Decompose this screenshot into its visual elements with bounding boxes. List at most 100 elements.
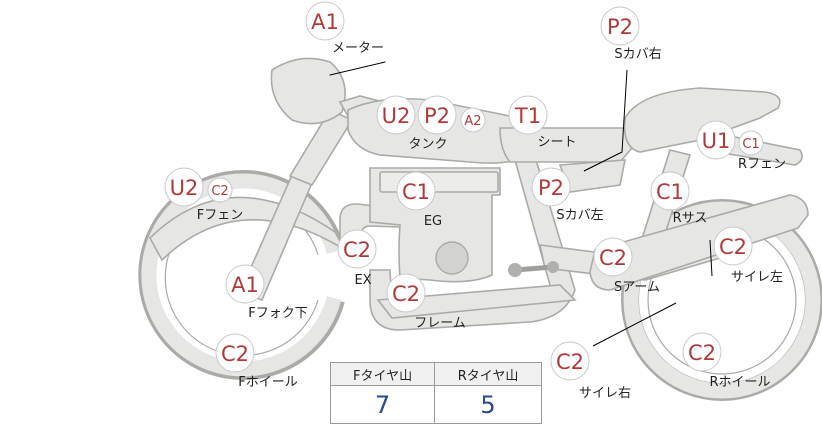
r-fender-rank-text: U1 bbox=[702, 129, 731, 153]
f-fender-rank-badge: U2 bbox=[164, 167, 204, 207]
silencer-left-rank-text: C2 bbox=[719, 235, 747, 259]
s-cover-right-dash bbox=[583, 162, 601, 172]
f-fork-lower-rank-text: A1 bbox=[231, 273, 259, 297]
seat-rank-text: T1 bbox=[514, 104, 541, 128]
s-cover-left-rank-circle bbox=[531, 167, 571, 207]
r-suspension-rank-badge: C1 bbox=[650, 171, 690, 211]
tank-rank-circle bbox=[376, 95, 416, 135]
s-cover-right-label: Sカバ右 bbox=[614, 47, 661, 62]
seat-rank-circle bbox=[508, 95, 548, 135]
tire-tread-value-row: 7 5 bbox=[331, 385, 541, 423]
tire-tread-table: Fタイヤ山 Rタイヤ山 7 5 bbox=[330, 362, 542, 424]
engine-rank-badge: C1 bbox=[396, 171, 436, 211]
s-cover-right-rank-circle bbox=[600, 6, 640, 46]
swing-arm-rank-circle bbox=[593, 237, 633, 277]
engine-rank-circle bbox=[396, 171, 436, 211]
frame-label: フレーム bbox=[414, 316, 466, 331]
r-fender-rank-text: C1 bbox=[742, 137, 759, 152]
r-wheel-label: Rホイール bbox=[709, 375, 770, 390]
exhaust-rank-circle bbox=[337, 229, 377, 269]
f-wheel-label: Fホイール bbox=[238, 375, 297, 390]
f-fork-lower-label: Fフォク下 bbox=[248, 306, 307, 321]
s-cover-left-rank-badge: P2 bbox=[531, 167, 571, 207]
tire-tread-header-row: Fタイヤ山 Rタイヤ山 bbox=[331, 363, 541, 386]
engine-label: EG bbox=[424, 214, 442, 229]
swing-arm-rank-badge: C2 bbox=[593, 237, 633, 277]
silencer-right-label: サイレ右 bbox=[579, 386, 631, 401]
engine-rank-text: C1 bbox=[402, 180, 430, 204]
f-fender-rank-circle bbox=[164, 167, 204, 207]
exhaust-rank-text: C2 bbox=[343, 238, 371, 262]
frame-rank-text: C2 bbox=[392, 282, 420, 306]
silencer-right-rank-text: C2 bbox=[556, 350, 584, 374]
headlight-shape bbox=[270, 57, 346, 125]
r-fender-rank-badge: U1 bbox=[696, 120, 736, 160]
s-cover-left-label: Sカバ左 bbox=[556, 208, 603, 223]
front-wheel-fill bbox=[141, 173, 342, 377]
tank-rank-circle bbox=[460, 107, 486, 133]
f-fender-rank-badge: C2 bbox=[207, 177, 233, 203]
frame-rank-circle bbox=[386, 273, 426, 313]
tank-rank-badge: A2 bbox=[460, 107, 486, 133]
meter-rank-badge: A1 bbox=[305, 1, 345, 41]
bike-silhouette bbox=[138, 57, 822, 401]
tank-rank-text: U2 bbox=[382, 104, 411, 128]
meter-label: メーター bbox=[332, 41, 384, 56]
r-fender-rank-badge: C1 bbox=[738, 130, 764, 156]
front-tread-header: Fタイヤ山 bbox=[331, 363, 435, 386]
engine-cover-circle bbox=[435, 241, 469, 275]
silencer-left-rank-badge: C2 bbox=[713, 226, 753, 266]
f-wheel-rank-circle bbox=[215, 333, 255, 373]
f-fender-rank-text: U2 bbox=[170, 176, 199, 200]
silencer-right-leader bbox=[592, 302, 677, 347]
tank-rank-circle bbox=[417, 95, 457, 135]
r-suspension-rank-circle bbox=[650, 171, 690, 211]
tank-rank-text: A2 bbox=[464, 114, 481, 129]
front-tread-value: 7 bbox=[374, 390, 391, 419]
tank-rank-badge: P2 bbox=[417, 95, 457, 135]
f-fender-label: Fフェン bbox=[197, 208, 243, 223]
f-wheel-rank-badge: C2 bbox=[215, 333, 255, 373]
silencer-left-leader bbox=[709, 239, 713, 277]
f-fender-rank-circle bbox=[207, 177, 233, 203]
exhaust-label: EX bbox=[354, 273, 371, 288]
handlebar-line bbox=[329, 61, 386, 76]
s-cover-right-leader bbox=[583, 69, 628, 172]
rear-tread-value: 5 bbox=[434, 385, 541, 423]
silencer-right-rank-badge: C2 bbox=[550, 341, 590, 381]
meter-rank-text: A1 bbox=[311, 10, 339, 34]
f-fender-rank-text: C2 bbox=[211, 184, 228, 199]
swing-arm-label: Sアーム bbox=[614, 280, 660, 295]
rear-tread-header: Rタイヤ山 bbox=[434, 363, 541, 386]
r-wheel-rank-text: C2 bbox=[688, 341, 716, 365]
s-cover-right-rank-badge: P2 bbox=[600, 6, 640, 46]
seat-rank-badge: T1 bbox=[508, 95, 548, 135]
silencer-right-rank-circle bbox=[550, 341, 590, 381]
brake-pedal-dot-2 bbox=[547, 261, 559, 273]
meter-rank-circle bbox=[305, 1, 345, 41]
r-fender-label: Rフェン bbox=[738, 157, 786, 172]
seat-label: シート bbox=[537, 135, 576, 150]
frame-rank-badge: C2 bbox=[386, 273, 426, 313]
r-wheel-rank-circle bbox=[682, 332, 722, 372]
silencer-shape bbox=[589, 194, 809, 291]
exhaust-pipe-shape bbox=[376, 284, 577, 319]
exhaust-rank-badge: C2 bbox=[337, 229, 377, 269]
rear-cowl-shape bbox=[623, 87, 781, 153]
s-cover-left-rank-text: P2 bbox=[538, 176, 564, 200]
r-suspension-rank-text: C1 bbox=[656, 180, 684, 204]
r-wheel-rank-badge: C2 bbox=[682, 332, 722, 372]
silencer-left-rank-circle bbox=[713, 226, 753, 266]
tank-rank-badge: U2 bbox=[376, 95, 416, 135]
f-wheel-rank-text: C2 bbox=[221, 342, 249, 366]
r-suspension-label: Rサス bbox=[673, 211, 708, 226]
tire-tread-grid: Fタイヤ山 Rタイヤ山 7 5 bbox=[331, 363, 541, 423]
tank-label: タンク bbox=[408, 137, 447, 152]
rear-wheel-fill bbox=[623, 201, 821, 399]
r-fender-rank-circle bbox=[738, 130, 764, 156]
tank-rank-text: P2 bbox=[424, 104, 450, 128]
leader-lines bbox=[583, 69, 713, 347]
f-fork-lower-rank-circle bbox=[225, 264, 265, 304]
